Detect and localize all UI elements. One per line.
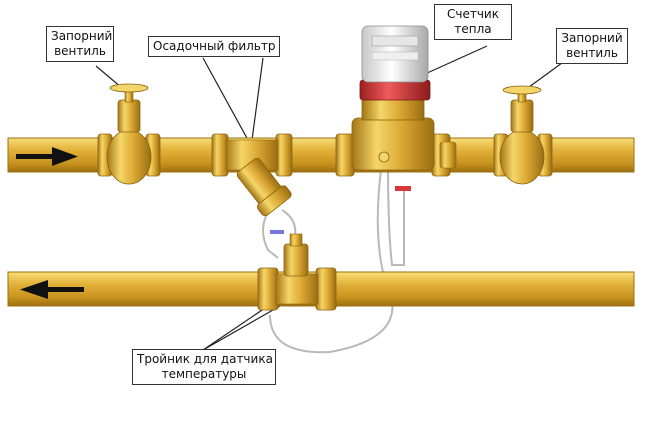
arrow-right-icon: [16, 147, 78, 166]
heat-meter: [335, 25, 457, 177]
arrow-left-icon: [20, 280, 84, 299]
label-heat-meter: Счетчик тепла: [434, 4, 512, 40]
sediment-filter: [211, 133, 293, 217]
label-right-shutoff-valve: Запорний вентиль: [556, 28, 628, 64]
label-left-shutoff-valve: Запорний вентиль: [46, 26, 114, 62]
cable-marker-blue: [270, 230, 284, 234]
leader-lines: [95, 45, 567, 351]
temperature-sensor-tee: [257, 233, 337, 311]
left-shutoff-valve: [97, 83, 161, 185]
right-shutoff-valve: [493, 85, 553, 185]
cable-marker-red: [395, 186, 411, 191]
label-temperature-sensor-tee: Тройник для датчика температуры: [132, 349, 276, 385]
label-sediment-filter: Осадочный фильтр: [148, 36, 280, 57]
